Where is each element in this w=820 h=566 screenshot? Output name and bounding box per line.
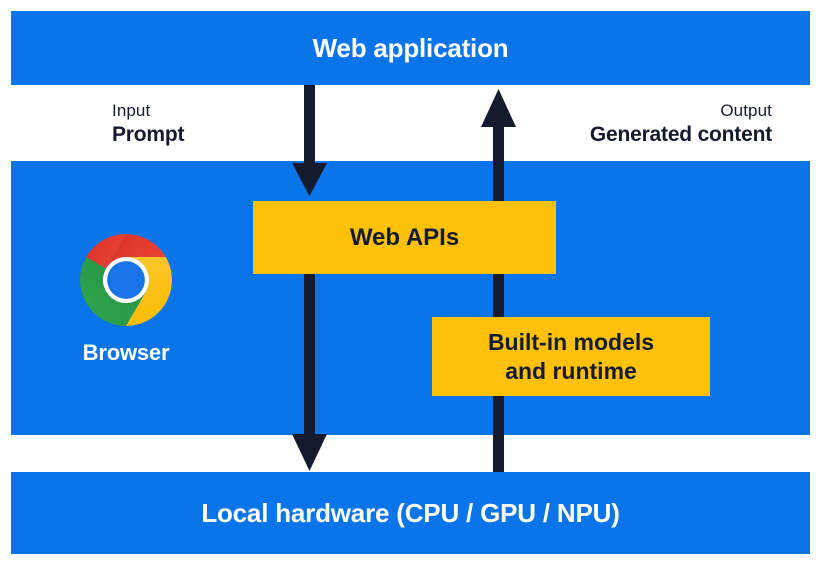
builtin-models-line-1: Built-in models <box>487 328 655 355</box>
input-label-group: Input Prompt <box>112 101 185 148</box>
input-value-label: Prompt <box>112 123 185 147</box>
local-hardware-bar: Local hardware (CPU / GPU / NPU) <box>11 472 810 554</box>
output-label-group: Output Generated content <box>590 101 772 148</box>
input-kind-label: Input <box>112 101 151 120</box>
web-apis-label: Web APIs <box>349 223 460 251</box>
builtin-models-box[interactable]: Built-in models and runtime <box>432 317 710 396</box>
local-hardware-label: Local hardware (CPU / GPU / NPU) <box>201 498 620 528</box>
browser-caption-label: Browser <box>82 340 170 365</box>
builtin-models-line-2: and runtime <box>505 357 637 384</box>
chrome-logo-icon <box>80 234 172 326</box>
builtin-models-label: Built-in models and runtime <box>488 328 654 385</box>
output-kind-label: Output <box>720 101 772 120</box>
output-value-label: Generated content <box>589 123 772 147</box>
web-application-label: Web application <box>312 33 509 63</box>
web-application-bar: Web application <box>11 11 810 85</box>
web-apis-box[interactable]: Web APIs <box>253 201 556 274</box>
